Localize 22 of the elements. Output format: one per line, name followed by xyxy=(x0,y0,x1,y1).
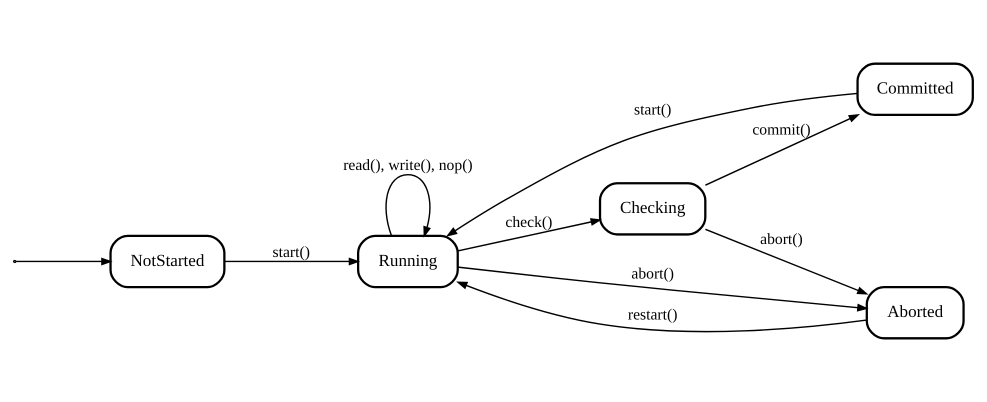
node-box: Checking xyxy=(598,182,706,236)
node-box: NotStarted xyxy=(109,234,226,288)
arrow xyxy=(458,266,869,312)
edge-label: read(), write(), nop() xyxy=(343,157,473,174)
edge-label: restart() xyxy=(628,306,678,324)
node-box: Running xyxy=(356,234,459,288)
edge-label: start() xyxy=(272,244,310,261)
edge-label: abort() xyxy=(760,231,803,248)
edge-label: check() xyxy=(505,214,552,232)
arrow xyxy=(458,218,602,252)
edge-label: abort() xyxy=(631,265,674,282)
arrow xyxy=(15,257,113,266)
node-box: Aborted xyxy=(866,286,965,340)
edge-label: commit() xyxy=(752,122,811,139)
arrow xyxy=(385,174,431,238)
edge-label: start() xyxy=(634,102,672,119)
arrow xyxy=(456,281,867,332)
arrow xyxy=(446,92,858,237)
node-box: Committed xyxy=(856,62,974,116)
arrow xyxy=(705,228,868,295)
arrow xyxy=(705,114,860,186)
arrow xyxy=(224,257,360,266)
